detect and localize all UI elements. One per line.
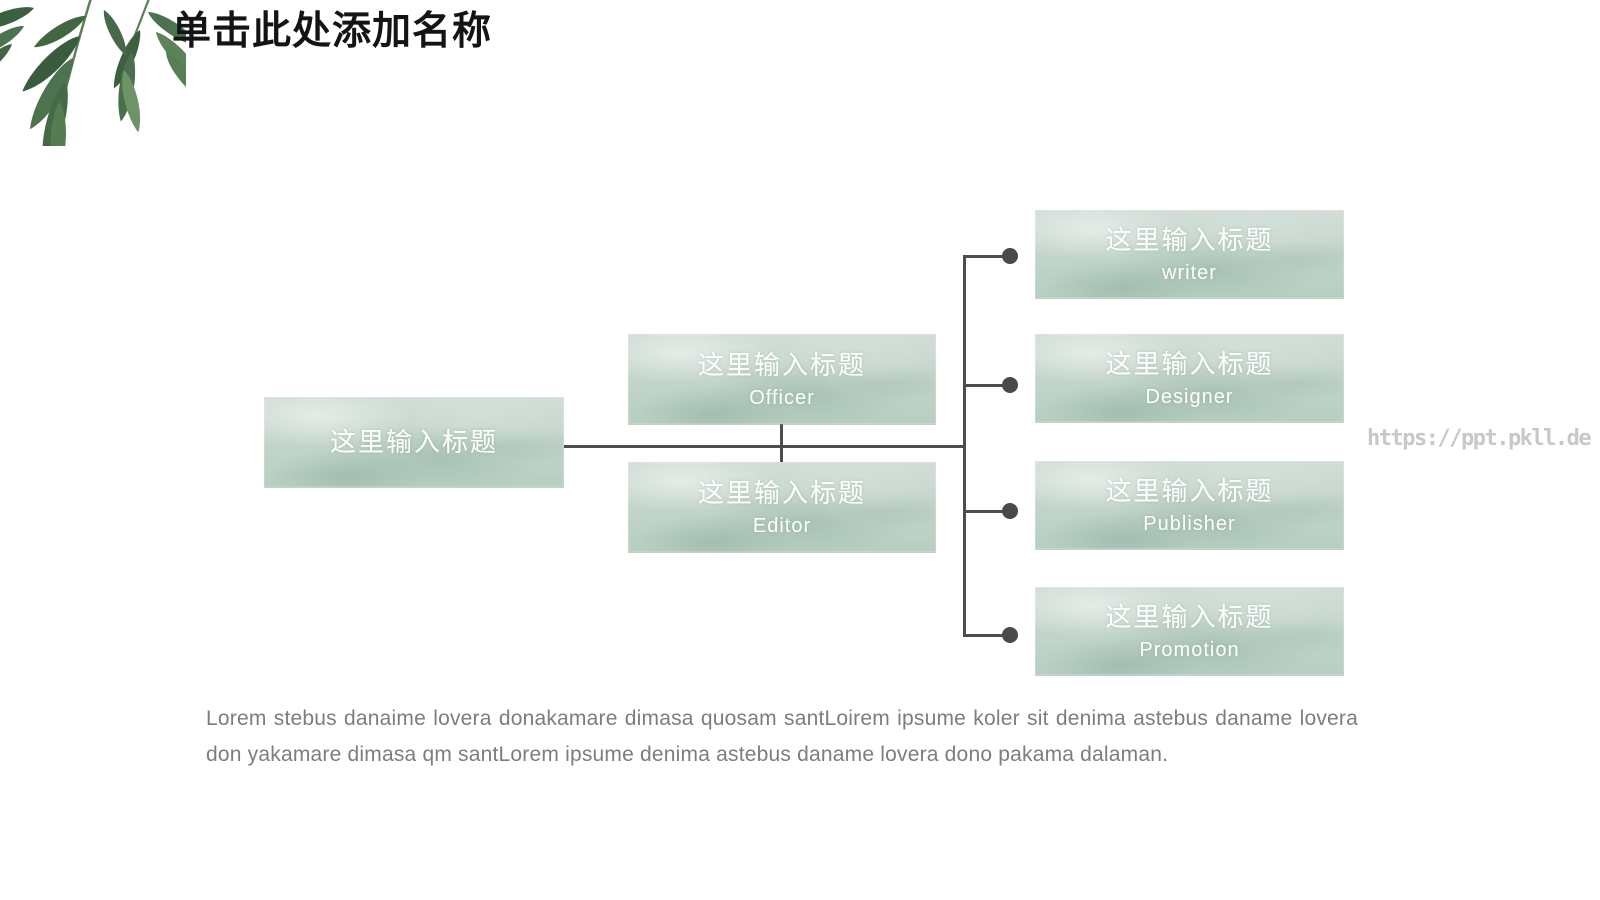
watermark-url: https://ppt.pkll.de [1367, 426, 1592, 451]
connector-dot-publisher [1002, 503, 1018, 519]
org-box-title: 这里输入标题 [1105, 475, 1274, 506]
connector-dot-promotion [1002, 627, 1018, 643]
org-box-title: 这里输入标题 [697, 349, 866, 380]
org-box-subtitle: Officer [749, 386, 815, 409]
org-box-title: 这里输入标题 [1105, 601, 1274, 632]
connector-dot-designer [1002, 377, 1018, 393]
org-box-subtitle: Publisher [1143, 512, 1236, 535]
connector-branch-writer [963, 255, 1010, 258]
slide-title[interactable]: 单击此处添加名称 [172, 10, 493, 53]
body-text-line: Lorem stebus danaime lovera donakamare d… [206, 707, 1358, 730]
org-box-designer[interactable]: 这里输入标题 Designer [1035, 334, 1344, 422]
org-box-subtitle: Promotion [1139, 638, 1240, 661]
connector-dot-writer [1002, 248, 1018, 264]
org-box-editor[interactable]: 这里输入标题 Editor [628, 462, 936, 552]
connector-right-trunk [963, 255, 966, 637]
body-text-line: don yakamare dimasa qm santLorem ipsume … [206, 743, 1169, 766]
connector-middle-vertical [780, 424, 783, 462]
org-box-title: 这里输入标题 [1105, 348, 1274, 379]
leaf-cluster [0, 2, 186, 146]
connector-branch-publisher [963, 510, 1010, 513]
org-box-subtitle: Designer [1145, 385, 1234, 408]
leaves-photo [0, 0, 186, 146]
org-box-title: 这里输入标题 [329, 427, 498, 457]
org-box-subtitle: writer [1162, 261, 1217, 284]
connector-branch-designer [963, 384, 1010, 387]
org-box-officer[interactable]: 这里输入标题 Officer [628, 334, 936, 424]
org-box-title: 这里输入标题 [1105, 224, 1274, 255]
org-box-writer[interactable]: 这里输入标题 writer [1035, 210, 1344, 298]
connector-main-horizontal [564, 445, 964, 448]
org-box-title: 这里输入标题 [697, 477, 866, 508]
org-box-publisher[interactable]: 这里输入标题 Publisher [1035, 461, 1344, 549]
body-text-placeholder[interactable]: Lorem stebus danaime lovera donakamare d… [206, 701, 1358, 773]
org-box-root[interactable]: 这里输入标题 [264, 397, 564, 487]
connector-branch-promotion [963, 634, 1010, 637]
org-box-promotion[interactable]: 这里输入标题 Promotion [1035, 587, 1344, 675]
org-box-subtitle: Editor [752, 514, 812, 537]
